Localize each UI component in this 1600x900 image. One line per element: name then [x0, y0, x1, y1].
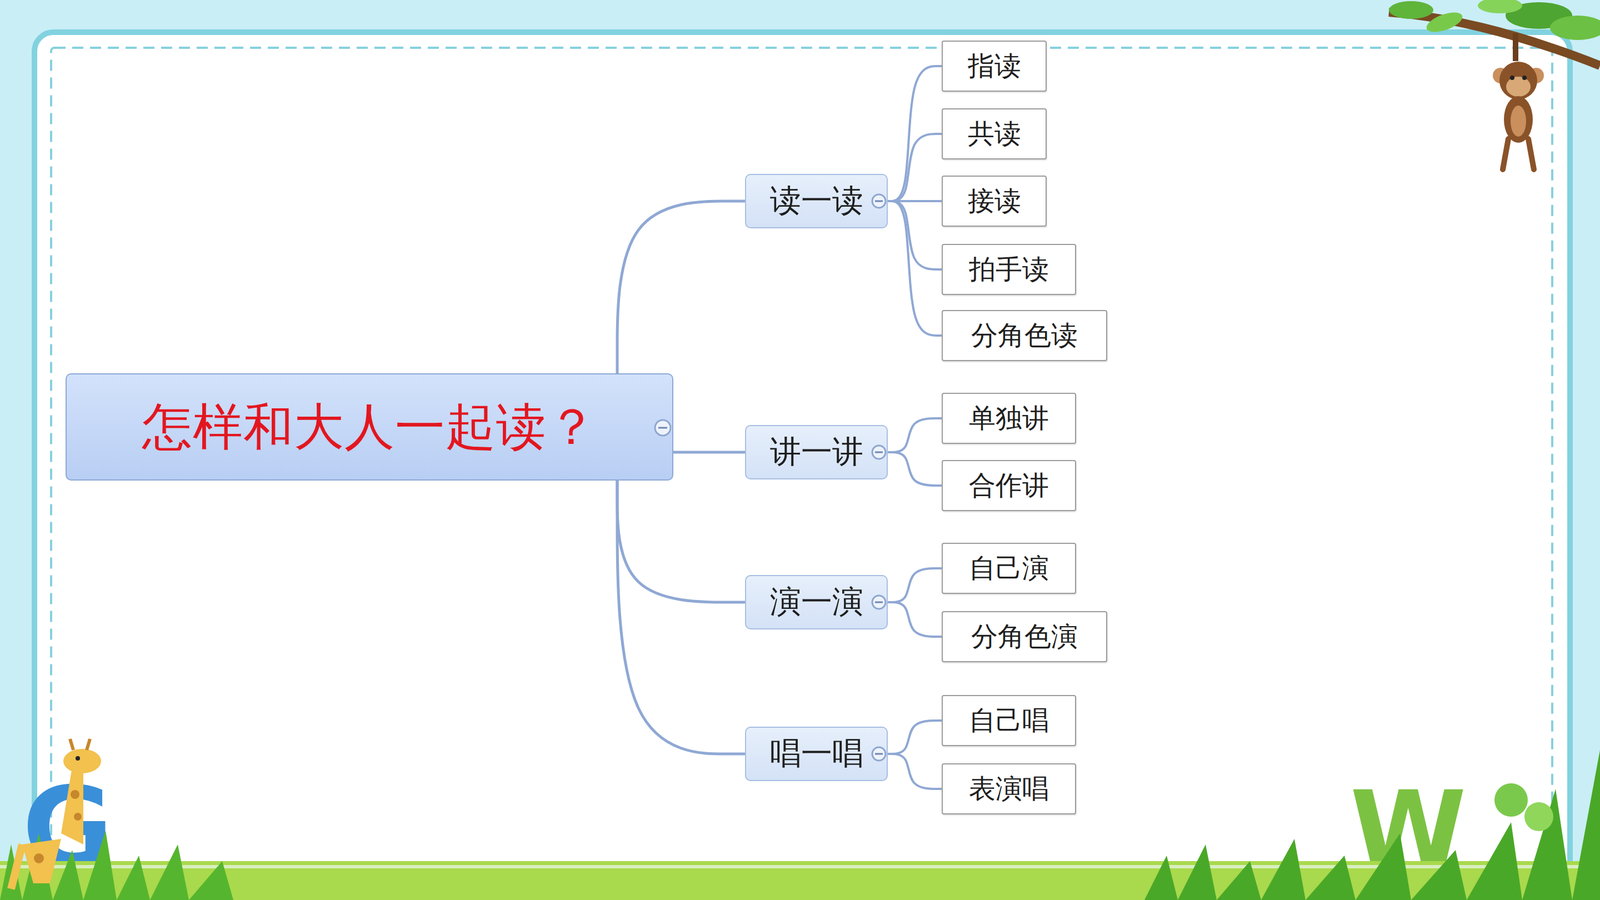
node-text: 读一读: [770, 180, 864, 223]
connector: [617, 201, 745, 374]
tree-branch: [1388, 0, 1600, 66]
subtopic-box: 共读: [941, 108, 1047, 160]
collapse-button: [872, 595, 886, 609]
grass: [0, 750, 1600, 900]
dashed-frame: [51, 47, 1553, 865]
connector: [887, 201, 942, 336]
monkey: [1492, 33, 1544, 170]
subtopic-box: 接读: [941, 175, 1047, 227]
decorative-letter: G: [22, 772, 114, 884]
collapse-buttons: [655, 194, 886, 761]
decorative-letter: W: [1350, 777, 1467, 884]
node-text: 怎样和大人一起读？: [142, 393, 598, 462]
giraffe: [11, 738, 102, 889]
node-text: 拍手读: [968, 251, 1049, 288]
node-text: 指读: [967, 48, 1022, 84]
connector: [887, 452, 942, 486]
node-text: 自己唱: [968, 702, 1049, 739]
subtopic-box: 自己演: [941, 542, 1077, 594]
subtopic-box: 单独讲: [941, 392, 1077, 444]
collapse-button: [872, 445, 886, 459]
connector: [673, 451, 745, 454]
frame: [34, 32, 1570, 883]
connector: [887, 720, 942, 754]
subtopic-box: 拍手读: [941, 243, 1077, 295]
node-text: 合作讲: [968, 467, 1049, 504]
node-text: 分角色读: [971, 317, 1078, 354]
connector: [887, 602, 942, 637]
connector: [887, 418, 942, 453]
connector: [887, 753, 942, 789]
branch-topic: 唱一唱: [745, 726, 888, 782]
subtopic-box: 分角色读: [941, 310, 1108, 362]
node-text: 共读: [967, 116, 1022, 152]
connector: [887, 200, 942, 203]
connector: [887, 66, 942, 202]
node-text: 唱一唱: [770, 732, 864, 775]
branch-topic: 读一读: [745, 173, 888, 229]
connector: [887, 568, 942, 603]
central-topic: 怎样和大人一起读？: [65, 373, 674, 481]
subtopic-box: 指读: [941, 40, 1047, 92]
collapse-button: [872, 194, 886, 208]
subtopic-box: 合作讲: [941, 460, 1077, 512]
subtopic-box: 表演唱: [941, 763, 1077, 815]
node-text: 表演唱: [968, 771, 1049, 807]
branch-topic: 讲一讲: [745, 425, 888, 480]
connector: [887, 133, 942, 202]
node-text: 分角色演: [971, 618, 1078, 655]
connector: [887, 201, 942, 270]
node-text: 讲一讲: [770, 431, 864, 474]
connector: [617, 480, 745, 754]
subtopic-box: 分角色演: [941, 611, 1108, 663]
node-text: 演一演: [770, 581, 864, 624]
subtopic-box: 自己唱: [941, 695, 1077, 747]
node-text: 接读: [967, 183, 1022, 219]
collapse-button: [655, 420, 671, 436]
node-text: 自己演: [968, 550, 1049, 587]
collapse-button: [872, 747, 886, 761]
branch-topic: 演一演: [745, 575, 888, 630]
collapse-minus: [658, 201, 883, 754]
connector: [617, 480, 745, 603]
node-text: 单独讲: [968, 400, 1049, 437]
